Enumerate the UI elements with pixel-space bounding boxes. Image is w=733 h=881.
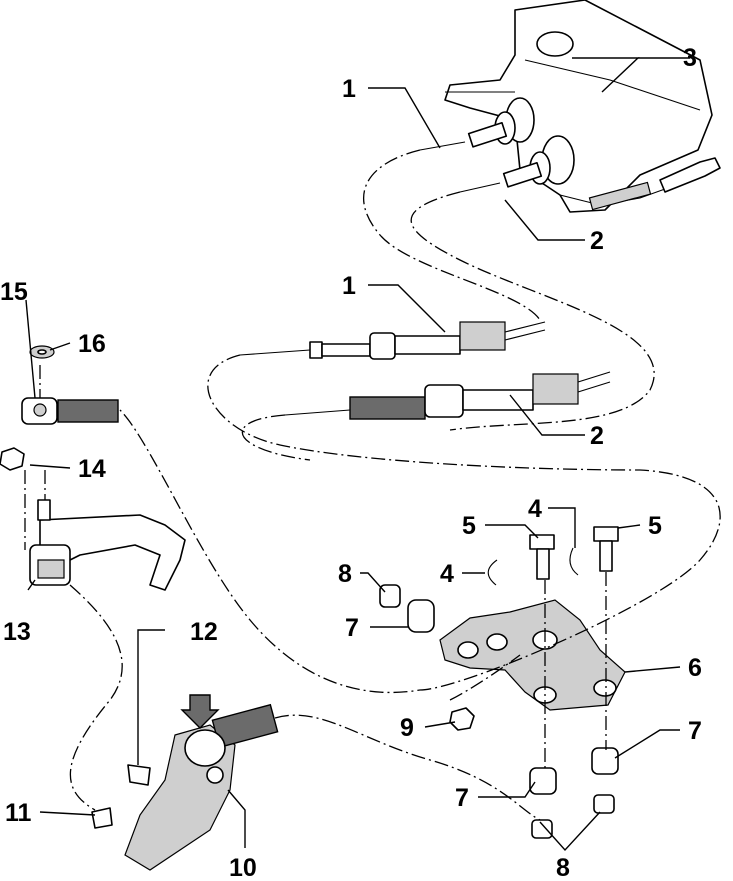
callout-3: 3: [683, 44, 697, 72]
bracket-6: [439, 599, 626, 711]
callout-2-top: 2: [590, 227, 604, 255]
callout-15: 15: [0, 278, 28, 306]
clip-11: [91, 807, 113, 829]
clip-4-left: [487, 559, 498, 586]
callout-11: 11: [5, 799, 32, 827]
bushing-8-upper: [379, 584, 401, 608]
leader-lines: [25, 57, 690, 852]
callout-1-middle: 1: [342, 272, 356, 300]
routing-lines: [24, 149, 721, 821]
cable-end-upper: [419, 97, 535, 151]
bushing-7-upper: [407, 599, 435, 633]
bushing-8-lower-right: [593, 794, 615, 814]
washer-16: [29, 345, 55, 359]
callout-8-upper: 8: [338, 560, 352, 588]
callout-10: 10: [229, 854, 257, 881]
lever-arm: [29, 499, 186, 591]
callout-2-middle: 2: [590, 422, 604, 450]
callout-labels: 1 2 3 1 2 15 16 14 13 12 11 10 4 5 4 5 8…: [0, 44, 702, 881]
bolt-5-right: [593, 526, 619, 572]
nut-14: [0, 447, 25, 471]
bolt-5-left: [529, 534, 555, 580]
cable-eye-15: [21, 397, 119, 425]
cable-end-lower: [459, 135, 575, 193]
callout-7-lower: 7: [455, 784, 469, 812]
clip-12: [127, 764, 151, 786]
callout-13: 13: [3, 618, 31, 646]
bushing-8-lower-left: [531, 819, 553, 839]
callout-8-lower: 8: [556, 854, 570, 881]
callout-5-right: 5: [648, 512, 662, 540]
bushing-7-lower-right: [591, 747, 619, 775]
nut-9: [449, 707, 475, 731]
callout-1-top: 1: [342, 75, 356, 103]
clip-4-right: [569, 547, 579, 576]
callout-9: 9: [400, 714, 414, 742]
bushing-7-lower-left: [529, 767, 557, 795]
shift-cable-1: [239, 321, 546, 360]
callout-7-right: 7: [688, 717, 702, 745]
gearbox-housing: [444, 0, 721, 213]
callout-7-upper: 7: [345, 614, 359, 642]
shift-cable-2: [284, 371, 611, 420]
callout-4-top: 4: [528, 495, 542, 523]
lever-10: [124, 694, 279, 871]
callout-4-left: 4: [440, 560, 454, 588]
callout-16: 16: [78, 330, 106, 358]
callout-6: 6: [688, 654, 702, 682]
callout-5-left: 5: [462, 512, 476, 540]
callout-14: 14: [78, 455, 106, 483]
callout-12: 12: [190, 618, 218, 646]
